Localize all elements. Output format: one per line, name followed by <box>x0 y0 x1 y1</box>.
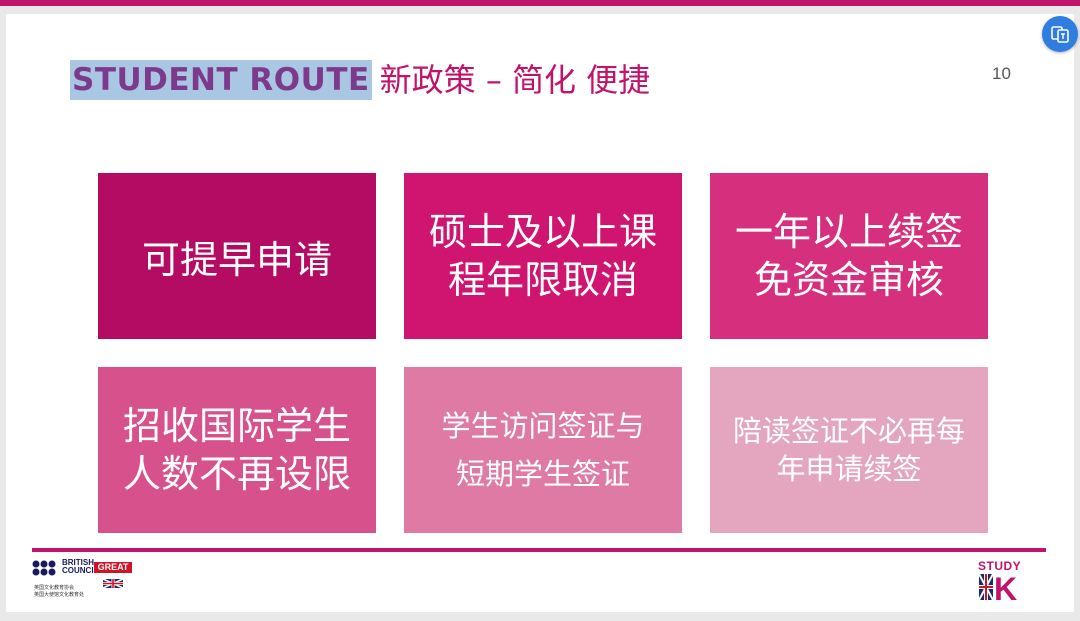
title-english[interactable]: STUDENT ROUTE <box>70 60 372 100</box>
great-logo: GREAT <box>94 562 132 589</box>
slide-title: STUDENT ROUTE 新政策 – 简化 便捷 <box>70 60 650 100</box>
bc-line-1: BRITISH <box>62 558 94 567</box>
card-line: 免资金审核 <box>753 258 944 302</box>
british-council-chinese: 英国文化教育协会 英国大使馆文化教育处 <box>34 585 84 599</box>
card-line: 人数不再设限 <box>122 452 351 496</box>
policy-card-dependant-visa: 陪读签证不必再每 年申请续签 <box>710 367 988 533</box>
title-chinese: 新政策 – 简化 便捷 <box>379 61 651 99</box>
british-council-logo: BRITISH COUNCIL 英国文化教育协会 英国大使馆文化教育处 <box>32 558 152 602</box>
card-line: 招收国际学生 <box>122 404 351 448</box>
translate-icon <box>1051 26 1069 43</box>
translate-button[interactable] <box>1042 16 1078 52</box>
great-label: GREAT <box>94 562 132 573</box>
slide: STUDENT ROUTE 新政策 – 简化 便捷 10 可提早申请 硕士及以上… <box>6 14 1078 612</box>
policy-card-renewal: 一年以上续签 免资金审核 <box>710 173 988 339</box>
card-line: 一年以上续签 <box>734 210 963 254</box>
card-line: 学生访问签证与 <box>441 409 645 443</box>
study-uk-k-letter: K <box>994 572 1017 602</box>
british-council-wordmark: BRITISH COUNCIL <box>62 559 98 575</box>
card-line: 年申请续签 <box>776 452 922 486</box>
study-uk-label: STUDY <box>978 559 1022 573</box>
bc-cn-line-2: 英国大使馆文化教育处 <box>34 592 85 598</box>
top-accent-bar <box>0 0 1080 6</box>
study-uk-k-icon: K <box>978 571 1017 607</box>
union-flag-icon <box>102 578 124 589</box>
bc-cn-line-1: 英国文化教育协会 <box>34 585 75 591</box>
policy-card-course-limit: 硕士及以上课 程年限取消 <box>404 173 682 339</box>
british-council-dots-icon <box>32 560 56 576</box>
study-uk-logo: STUDY K <box>978 559 1032 607</box>
footer-divider <box>32 548 1046 552</box>
bc-line-2: COUNCIL <box>62 566 99 575</box>
card-line: 可提早申请 <box>141 237 332 282</box>
page-number: 10 <box>992 64 1011 83</box>
card-line: 硕士及以上课 <box>428 210 657 254</box>
card-line: 短期学生签证 <box>455 457 630 491</box>
card-line: 程年限取消 <box>447 258 638 302</box>
policy-card-student-cap: 招收国际学生 人数不再设限 <box>98 367 376 533</box>
policy-card-early-application: 可提早申请 <box>98 173 376 339</box>
policy-card-visitor-visa: 学生访问签证与 短期学生签证 <box>404 367 682 533</box>
card-line: 陪读签证不必再每 <box>732 414 965 448</box>
